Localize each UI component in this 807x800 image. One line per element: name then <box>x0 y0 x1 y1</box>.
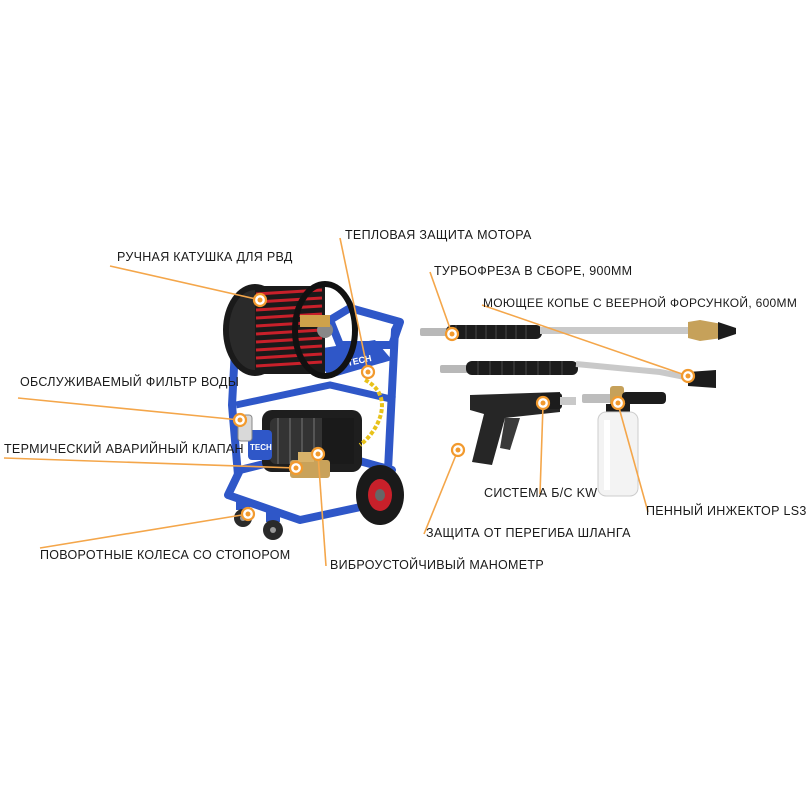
label-hose-reel: РУЧНАЯ КАТУШКА ДЛЯ РВД <box>117 250 293 264</box>
hose-reel <box>223 281 358 379</box>
callout-dot <box>444 326 460 342</box>
caster-wheel-right <box>263 512 283 540</box>
callout-dot <box>535 395 551 411</box>
power-cable <box>358 378 384 447</box>
label-quick-coupling: СИСТЕМА Б/С KW <box>484 486 598 500</box>
wash-lance-assembly <box>440 361 716 388</box>
leader-lines <box>3 237 689 567</box>
motor-brand-label: TECH <box>250 443 272 452</box>
callout-dot <box>360 364 376 380</box>
label-swivel-wheels: ПОВОРОТНЫЕ КОЛЕСА СО СТОПОРОМ <box>40 548 291 562</box>
label-foam-injector: ПЕННЫЙ ИНЖЕКТОР LS3 <box>646 504 807 518</box>
label-pressure-gauge: ВИБРОУСТОЙЧИВЫЙ МАНОМЕТР <box>330 558 544 572</box>
callout-dot <box>310 446 326 462</box>
callout-dots <box>232 292 696 522</box>
frame-top-bar <box>235 381 396 409</box>
label-thermal-valve: ТЕРМИЧЕСКИЙ АВАРИЙНЫЙ КЛАПАН <box>4 442 244 456</box>
callout-dot <box>680 368 696 384</box>
pressure-washer-machine: TECH TECH <box>223 281 404 540</box>
label-water-filter: ОБСЛУЖИВАЕМЫЙ ФИЛЬТР ВОДЫ <box>20 375 240 389</box>
trigger-gun <box>470 392 576 465</box>
label-motor-protection: ТЕПЛОВАЯ ЗАЩИТА МОТОРА <box>345 228 532 242</box>
frame-handle <box>326 304 404 349</box>
label-turbo-cutter: ТУРБОФРЕЗА В СБОРЕ, 900ММ <box>434 264 633 278</box>
callout-dot <box>450 442 466 458</box>
label-kink-protection: ЗАЩИТА ОТ ПЕРЕГИБА ШЛАНГА <box>426 526 631 540</box>
rear-wheel <box>356 465 404 525</box>
turbo-cutter-assembly <box>420 320 736 341</box>
callout-dot <box>610 395 626 411</box>
callout-dot <box>232 412 248 428</box>
callout-dot <box>288 460 304 476</box>
callout-dot <box>252 292 268 308</box>
label-wash-lance: МОЮЩЕЕ КОПЬЕ С ВЕЕРНОЙ ФОРСУНКОЙ, 600ММ <box>483 296 798 310</box>
callout-dot <box>240 506 256 522</box>
motor: TECH <box>248 410 362 472</box>
